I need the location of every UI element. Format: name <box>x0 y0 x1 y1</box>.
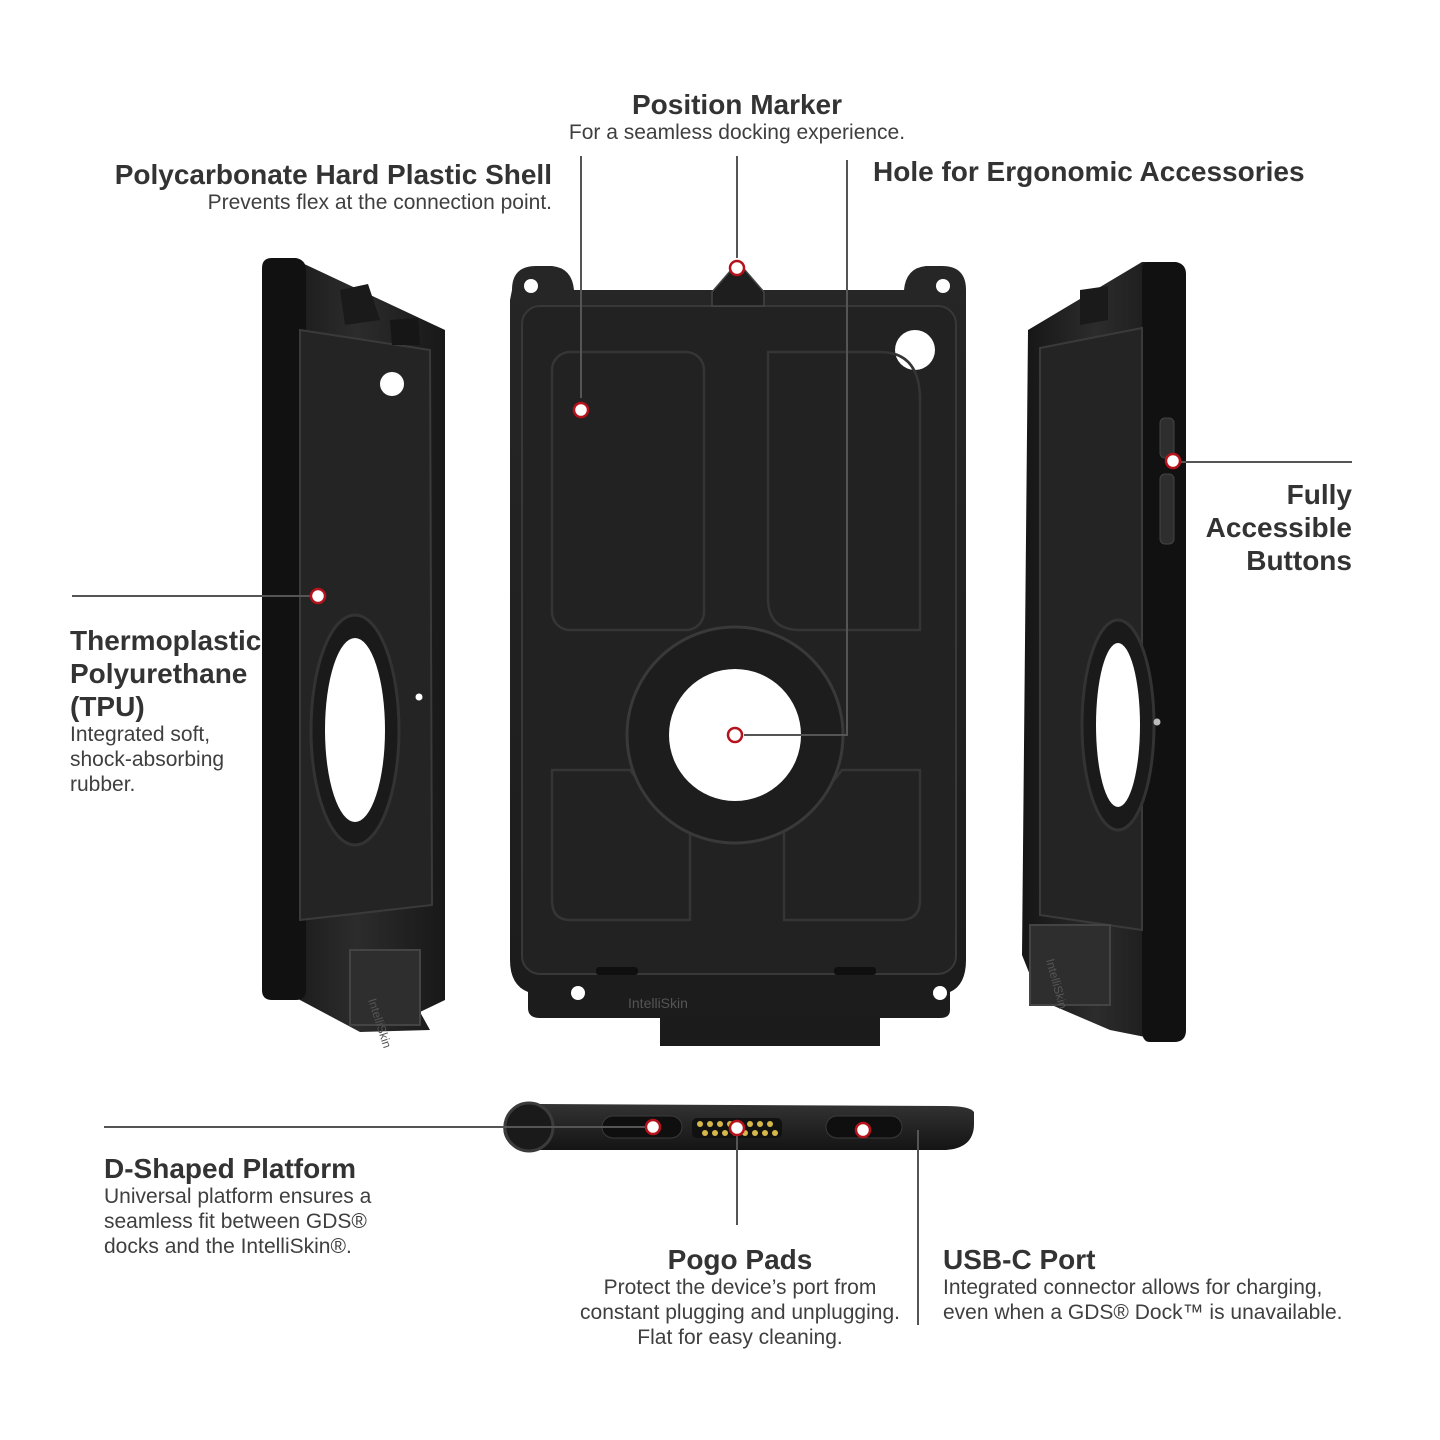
right-case-view: IntelliSkin <box>1022 262 1186 1042</box>
marker-hard-shell <box>572 401 590 419</box>
callout-title: Hole for Ergonomic Accessories <box>873 156 1305 187</box>
marker-d-platform <box>644 1118 662 1136</box>
callout-title: D-Shaped Platform <box>104 1153 357 1184</box>
marker-tpu <box>309 587 327 605</box>
callout-description: Universal platform ensures a seamless fi… <box>104 1185 372 1258</box>
callout-description: Integrated soft, shock-absorbing rubber. <box>70 723 225 796</box>
callout-title-line: Accessible <box>1205 512 1352 544</box>
callout-description: Integrated connector allows for charging… <box>943 1276 1343 1324</box>
callout-description: For a seamless docking experience. <box>568 121 906 145</box>
center-case-view: IntelliSkin <box>510 260 966 1046</box>
callout-pogo: Pogo Pads Protect the device’s port from… <box>545 1243 935 1350</box>
callout-title-line: Thermoplastic <box>70 625 262 656</box>
callout-title-line: Buttons <box>1246 545 1352 577</box>
callout-title-line: (TPU) <box>70 691 145 723</box>
callout-title: Polycarbonate Hard Plastic Shell <box>114 159 552 190</box>
callout-title: Pogo Pads <box>667 1244 813 1275</box>
leader-lines <box>72 156 1352 1325</box>
callout-title: Position Marker <box>631 89 843 120</box>
callout-description: Protect the device’s port from constant … <box>580 1276 900 1349</box>
marker-usbc <box>854 1121 872 1139</box>
leader-line-ergonomic-hole <box>744 160 848 736</box>
callout-ergonomic-hole: Hole for Ergonomic Accessories <box>873 155 1343 188</box>
callout-hard-shell: Polycarbonate Hard Plastic Shell Prevent… <box>60 158 552 216</box>
callout-title-line: Fully <box>1286 479 1352 510</box>
center-case-marking: IntelliSkin <box>628 995 688 1011</box>
callout-markers <box>309 259 1182 1139</box>
callout-buttons: Fully Accessible Buttons <box>1152 478 1352 577</box>
callout-description: Prevents flex at the connection point. <box>207 191 552 215</box>
left-case-view: IntelliSkin <box>262 258 445 1050</box>
marker-pogo <box>728 1119 746 1137</box>
callout-d-platform: D-Shaped Platform Universal platform ens… <box>104 1152 434 1259</box>
callout-position-marker: Position Marker For a seamless docking e… <box>537 88 937 146</box>
callout-tpu: Thermoplastic Polyurethane (TPU) Integra… <box>70 624 310 797</box>
marker-buttons <box>1164 452 1182 470</box>
marker-ergonomic-hole <box>726 726 744 744</box>
callout-title: USB-C Port <box>943 1244 1096 1275</box>
marker-position <box>728 259 746 277</box>
callout-usbc: USB-C Port Integrated connector allows f… <box>943 1243 1383 1326</box>
callout-title-line: Polyurethane <box>70 658 248 690</box>
